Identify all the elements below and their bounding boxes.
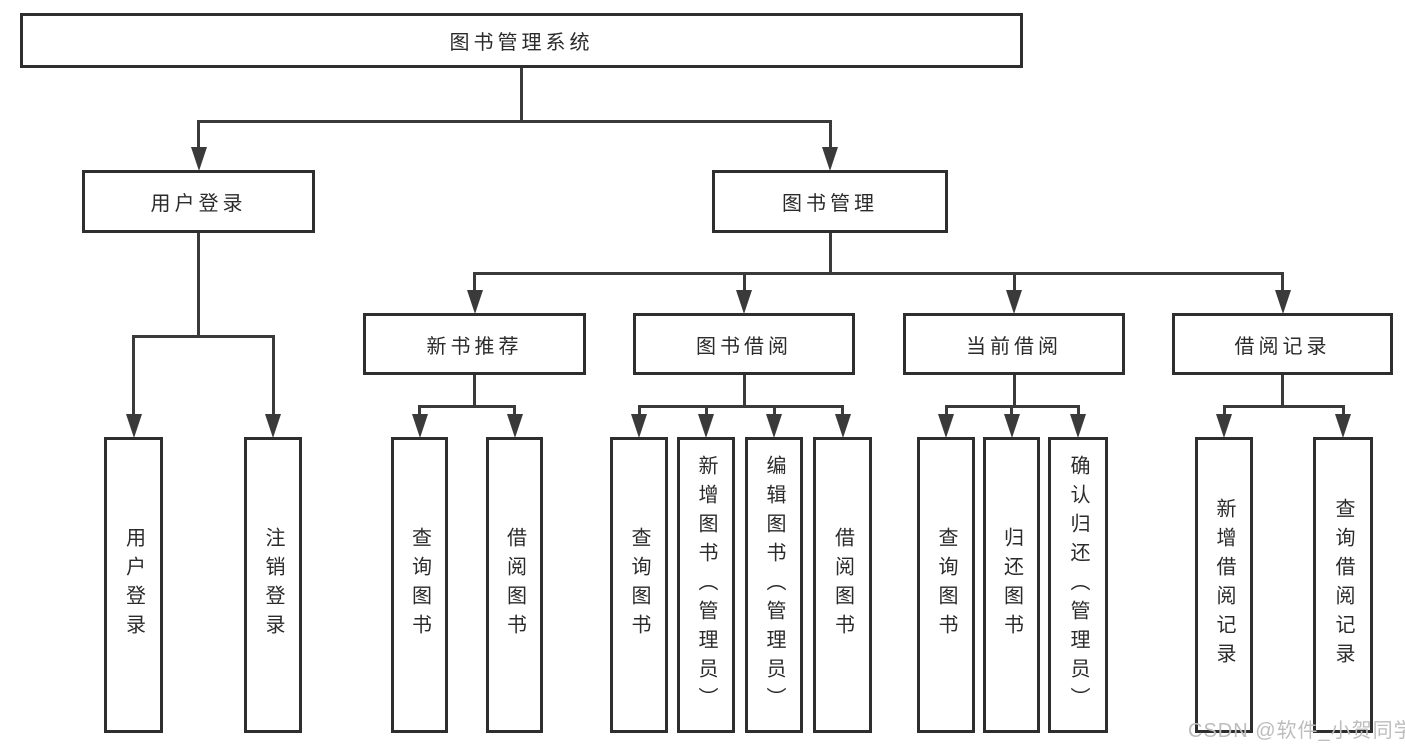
node-label: 当前借阅 — [966, 335, 1062, 358]
box-confirm-return-admin-leaf: 确认归还（管理员） — [1048, 437, 1108, 733]
arrow-down-icon — [1335, 414, 1351, 438]
node-label: 图书管理 — [782, 193, 878, 215]
node-label: 查询图书 — [628, 527, 650, 643]
arrow-down-icon — [822, 147, 838, 171]
connector-line — [637, 405, 641, 417]
box-query-books-leaf: 查询图书 — [917, 437, 975, 733]
box-book-management: 图书管理 — [712, 170, 948, 233]
node-label: 借阅图书 — [831, 527, 854, 643]
box-add-books-admin-leaf: 新增图书（管理员） — [677, 437, 735, 733]
box-query-books-leaf: 查询图书 — [610, 437, 668, 733]
box-query-borrow-record-leaf: 查询借阅记录 — [1313, 437, 1373, 733]
node-label: 归还图书 — [1000, 527, 1023, 643]
connector-line — [1076, 405, 1080, 417]
connector-line — [772, 405, 776, 417]
arrow-down-icon — [1006, 290, 1022, 314]
arrow-down-icon — [265, 414, 281, 438]
connector-line — [828, 120, 832, 150]
node-label: 编辑图书（管理员） — [763, 454, 785, 716]
connector-line — [473, 375, 476, 408]
connector-line — [418, 405, 516, 408]
connector-line — [742, 375, 746, 408]
node-label: 用户登录 — [150, 193, 247, 215]
box-user-login: 用户登录 — [82, 170, 315, 233]
connector-line — [1012, 272, 1016, 293]
connector-line — [1012, 375, 1016, 408]
connector-line — [418, 405, 421, 417]
connector-line — [132, 335, 135, 417]
connector-line — [944, 405, 948, 417]
node-label: 新增借阅记录 — [1213, 498, 1235, 672]
node-label: 查询借阅记录 — [1332, 498, 1354, 672]
connector-line — [637, 405, 844, 408]
box-logout-leaf: 注销登录 — [244, 437, 302, 733]
connector-line — [197, 233, 200, 338]
connector-line — [473, 272, 1284, 275]
arrow-down-icon — [190, 147, 207, 171]
arrow-down-icon — [698, 414, 714, 438]
arrow-down-icon — [125, 414, 142, 438]
arrow-down-icon — [938, 414, 954, 438]
node-label: 确认归还（管理员） — [1067, 454, 1089, 716]
connector-line — [271, 335, 275, 417]
connector-line — [1222, 405, 1345, 408]
node-label: 新增图书（管理员） — [695, 454, 717, 716]
node-label: 借阅图书 — [503, 527, 526, 643]
connector-line — [197, 120, 200, 150]
connector-line — [1281, 375, 1284, 408]
arrow-down-icon — [834, 414, 851, 438]
box-current-borrowing: 当前借阅 — [903, 313, 1125, 375]
csdn-watermark: CSDN @软件_小贺同学 — [1188, 720, 1405, 742]
box-borrowing-records: 借阅记录 — [1172, 313, 1393, 375]
connector-line — [1281, 272, 1284, 293]
node-label: 用户登录 — [122, 527, 145, 643]
box-library-management-system: 图书管理系统 — [20, 13, 1023, 68]
arrow-down-icon — [1274, 290, 1291, 314]
box-user-login-leaf: 用户登录 — [104, 437, 163, 733]
node-label: 新书推荐 — [426, 335, 523, 358]
connector-line — [704, 405, 708, 417]
arrow-down-icon — [506, 414, 523, 438]
connector-line — [513, 405, 516, 417]
box-new-book-recommendation: 新书推荐 — [363, 313, 586, 375]
connector-line — [742, 272, 746, 293]
node-label: 查询图书 — [935, 527, 957, 643]
connector-line — [1341, 405, 1345, 417]
box-add-borrow-record-leaf: 新增借阅记录 — [1195, 437, 1253, 733]
box-book-borrowing: 图书借阅 — [633, 313, 855, 375]
arrow-down-icon — [1003, 414, 1020, 438]
node-label: 图书管理系统 — [449, 32, 594, 54]
box-borrow-books-leaf: 借阅图书 — [486, 437, 543, 733]
connector-line — [1222, 405, 1226, 417]
box-return-books-leaf: 归还图书 — [983, 437, 1040, 733]
node-label: 注销登录 — [262, 527, 284, 643]
connector-line — [132, 335, 275, 338]
node-label: 借阅记录 — [1234, 335, 1331, 358]
box-borrow-books-leaf: 借阅图书 — [813, 437, 872, 733]
box-query-books-leaf: 查询图书 — [391, 437, 448, 733]
arrow-down-icon — [411, 414, 428, 438]
box-edit-books-admin-leaf: 编辑图书（管理员） — [745, 437, 803, 733]
connector-line — [520, 68, 523, 123]
arrow-down-icon — [1070, 414, 1086, 438]
connector-line — [1010, 405, 1013, 417]
connector-line — [841, 405, 844, 417]
arrow-down-icon — [1216, 414, 1232, 438]
connector-line — [473, 272, 476, 293]
connector-line — [828, 233, 832, 275]
connector-line — [197, 120, 832, 123]
arrow-down-icon — [766, 414, 782, 438]
node-label: 查询图书 — [408, 527, 431, 643]
arrow-down-icon — [736, 290, 752, 314]
node-label: 图书借阅 — [696, 335, 792, 358]
arrow-down-icon — [466, 290, 483, 314]
arrow-down-icon — [631, 414, 647, 438]
